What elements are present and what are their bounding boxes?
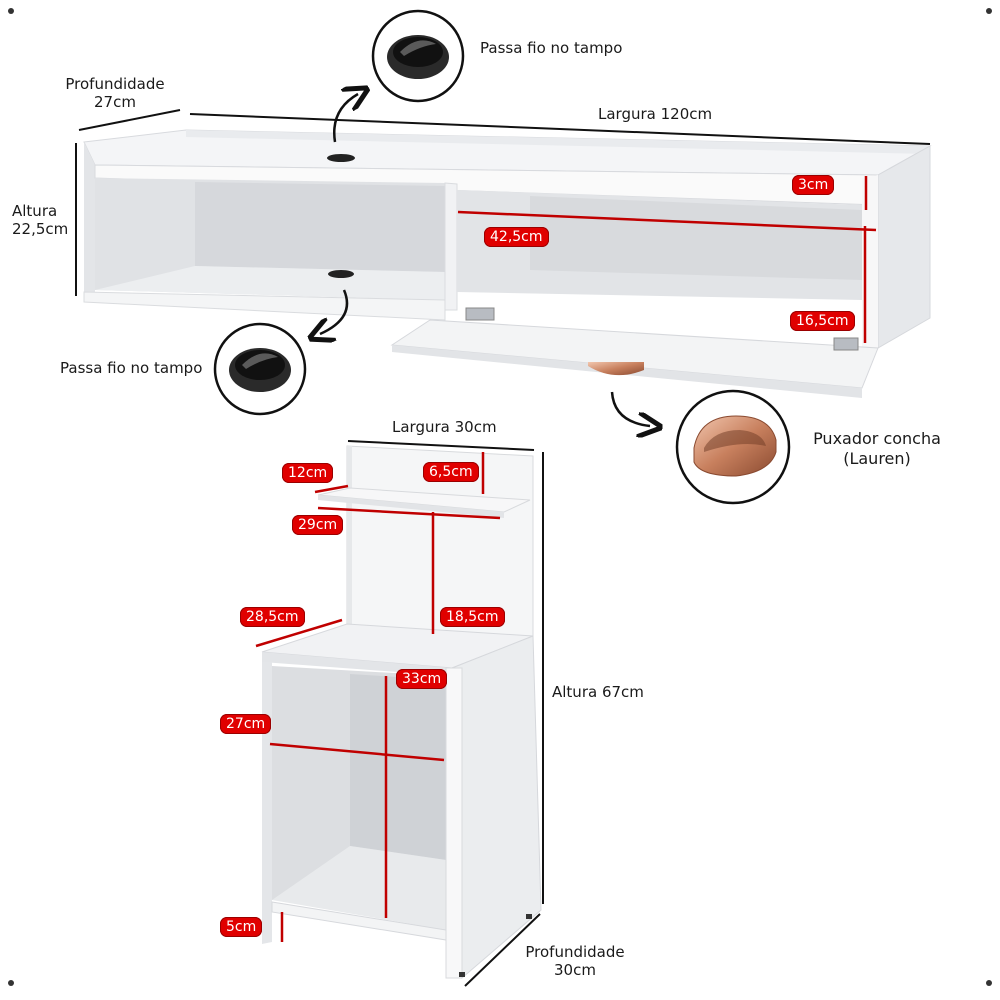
shelf-depth-title: Profundidade [65,75,165,93]
wall-shelf-dimensions [75,109,931,296]
depth-line [78,109,181,131]
badge-upper-height: 18,5cm [440,607,505,627]
arrow-to-grommet-top [333,94,358,143]
grommet-hole-top [327,154,355,162]
foot-front [459,972,465,977]
hinge-left [465,307,495,321]
grommet-bottom-label: Passa fio no tampo [60,359,203,377]
ns-depth-label: Profundidade 30cm [517,943,633,979]
shelf-depth-measure [314,484,349,494]
wall-shelf [83,129,932,398]
badge-top-depth: 28,5cm [240,607,305,627]
badge-shelf-depth: 12cm [282,463,334,483]
badge-niche-width: 42,5cm [484,227,549,247]
shelf-depth-value: 27cm [94,93,136,111]
top-depth-measure [255,618,343,648]
badge-inner-width: 27cm [220,714,272,734]
nightstand-dimensions [347,440,544,987]
badge-shelf-gap: 6,5cm [423,462,479,482]
inner-width-measure [269,742,445,762]
nightstand [261,445,542,980]
corner-dot-bl [8,980,14,986]
ns-depth-value: 30cm [554,961,596,979]
grommet-detail-top [371,9,465,103]
niche-width-measure [457,210,877,232]
badge-top-lip: 3cm [792,175,835,195]
nightstand-red-lines [255,452,501,942]
badge-shelf-width: 29cm [292,515,344,535]
grommet-top-label: Passa fio no tampo [480,39,623,57]
shelf-height-title: Altura [12,202,58,220]
arrow-to-grommet-bottom [320,289,349,334]
handle-label: Puxador concha (Lauren) [804,429,950,469]
ns-width-line [347,440,535,451]
handle-name: Puxador concha [813,429,941,448]
shelf-height-label: Altura 22,5cm [12,202,68,238]
foot-back [526,914,532,919]
ns-width-label: Largura 30cm [392,418,497,436]
shelf-width-measure [317,506,501,520]
corner-dot-br [986,980,992,986]
badge-base-height: 5cm [220,917,263,937]
width-line [189,113,931,145]
grommet-detail-bottom [213,322,307,416]
shelf-width-label: Largura 120cm [598,105,713,123]
badge-inner-height: 33cm [396,669,448,689]
hinge-right [833,337,859,351]
wall-shelf-red-lines [457,176,877,343]
corner-dot-tl [8,8,14,14]
grommet-hole-inner [328,270,354,278]
handle-model: (Lauren) [843,449,911,468]
ns-depth-line [464,913,541,987]
ns-depth-title: Profundidade [525,943,625,961]
door-handle [588,362,644,376]
corner-dot-tr [986,8,992,14]
badge-door-height: 16,5cm [790,311,855,331]
handle-detail [675,389,791,505]
shelf-depth-label: Profundidade 27cm [60,75,170,111]
ns-height-label: Altura 67cm [552,683,644,701]
arrow-to-handle [610,391,650,426]
shelf-height-value: 22,5cm [12,220,69,238]
